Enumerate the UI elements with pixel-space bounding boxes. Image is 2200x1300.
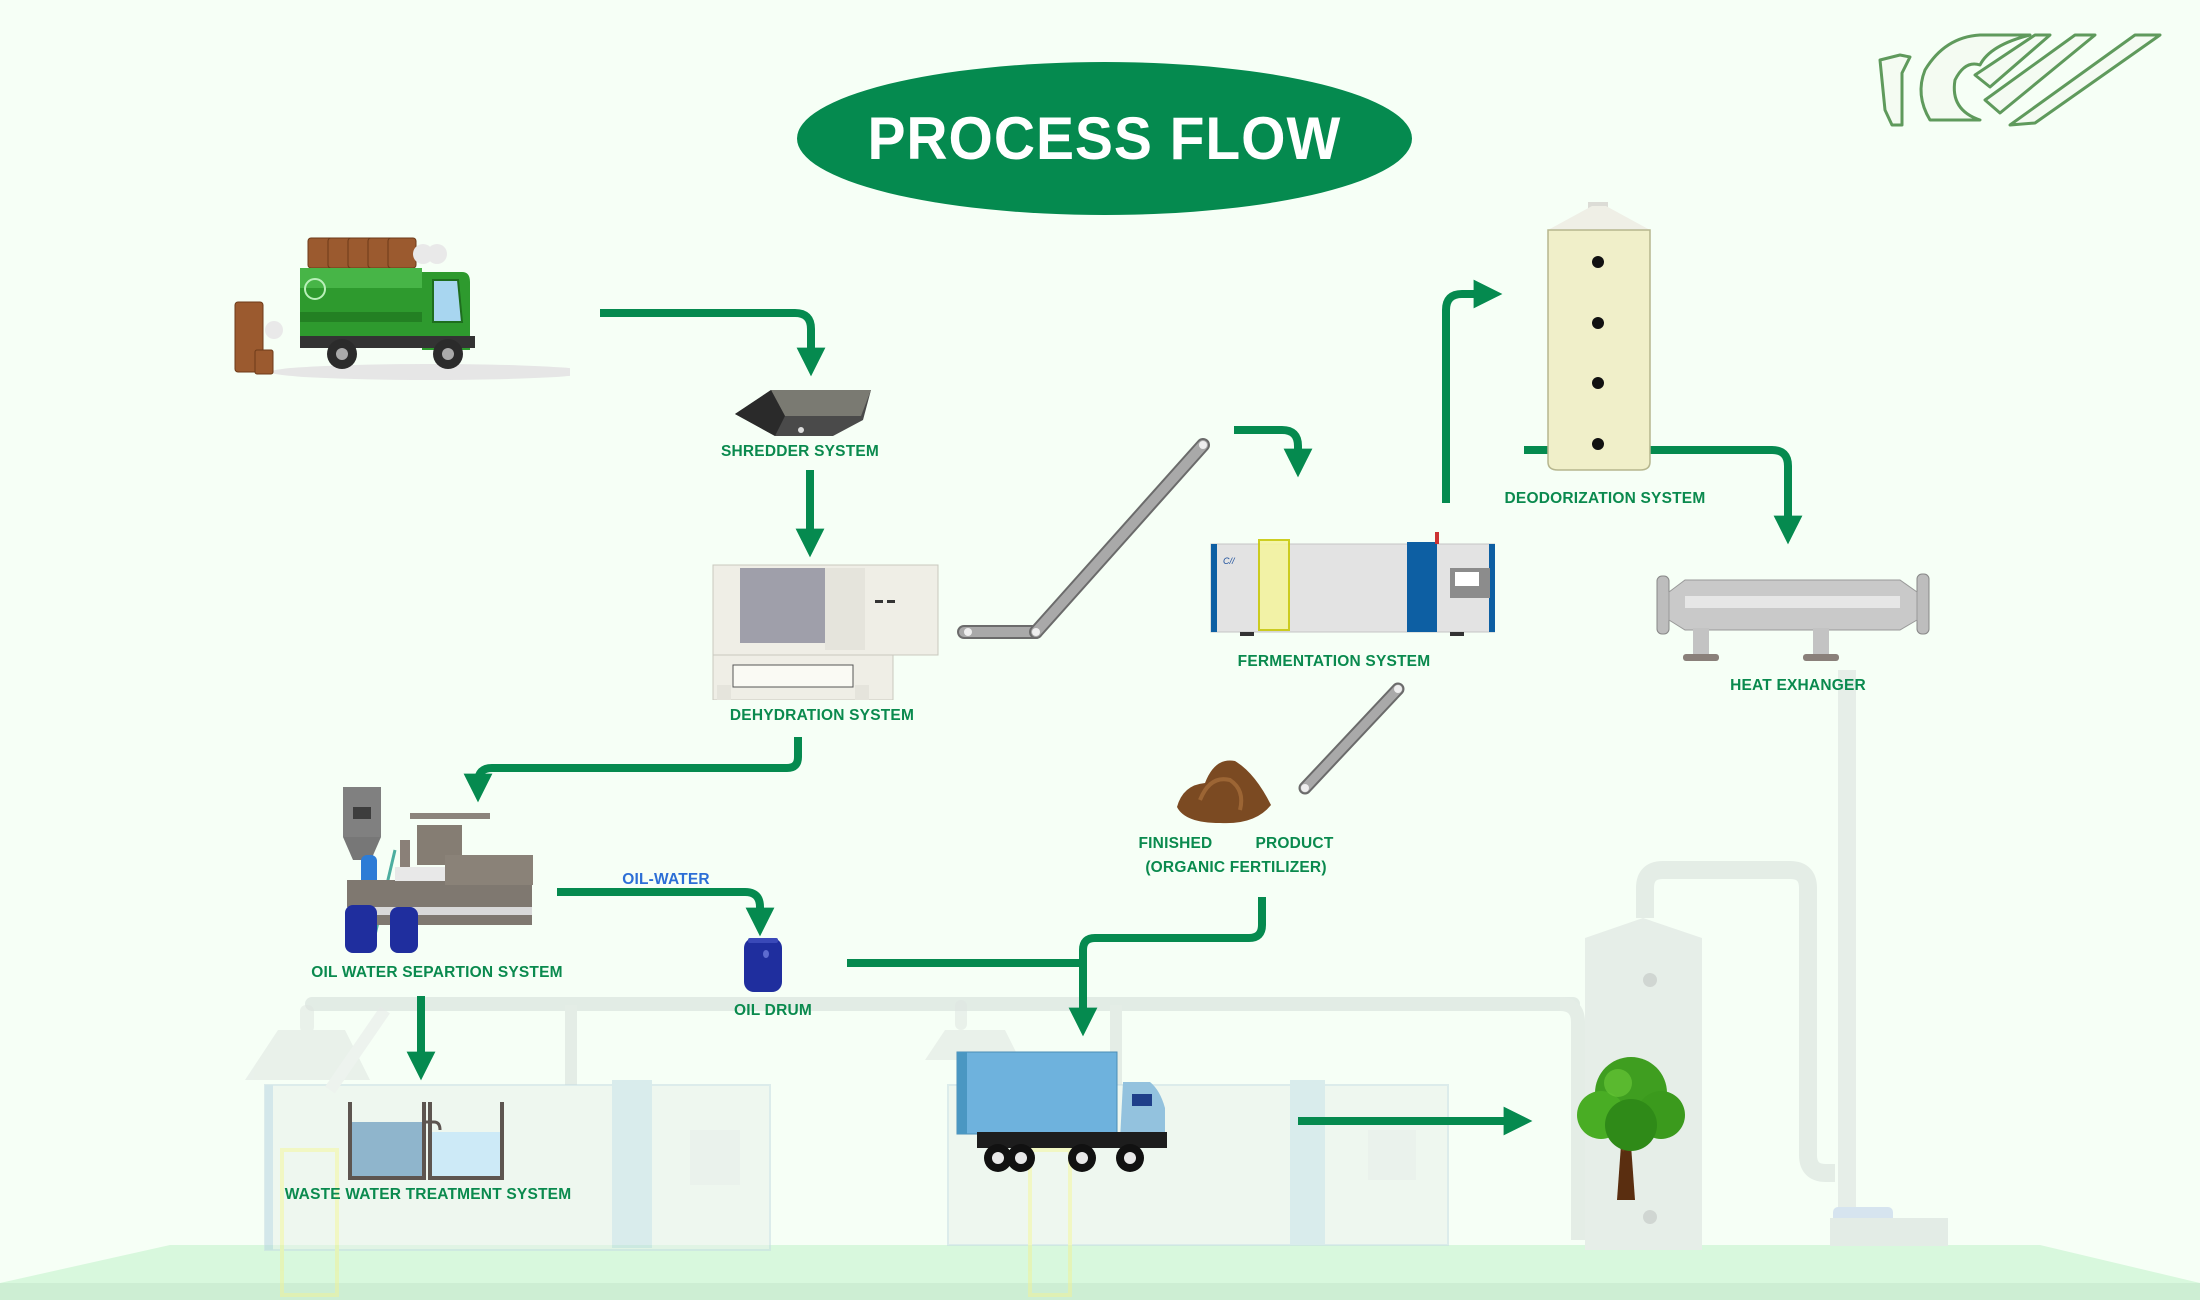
floor-edge — [0, 1283, 2200, 1300]
shredder-hopper-icon — [735, 390, 871, 436]
finished-product-label-right: PRODUCT — [1255, 835, 1334, 852]
waste-water-label: WASTE WATER TREATMENT SYSTEM — [284, 1186, 572, 1203]
pipe-elbow — [1559, 997, 1585, 1240]
title-banner: PROCESS FLOW — [797, 62, 1412, 215]
deodorization-tower-icon — [1547, 202, 1651, 471]
pipe-support — [565, 1005, 577, 1085]
heat-exchanger-icon — [1656, 573, 1930, 661]
water-tanks-icon — [348, 1102, 504, 1180]
svg-text:C//: C// — [1223, 556, 1236, 566]
dehydration-machine-icon — [712, 564, 939, 700]
fertilizer-pile-icon — [1177, 760, 1271, 824]
finished-product-label-left: FINISHED — [1138, 835, 1213, 852]
page-title: PROCESS FLOW — [867, 105, 1342, 172]
oil-water-separator-icon — [343, 787, 533, 953]
oil-drum-icon — [744, 938, 782, 992]
deodorization-label: DEODORIZATION SYSTEM — [1504, 490, 1706, 507]
company-bird-logo-icon — [1878, 33, 2162, 127]
garbage-truck-icon — [234, 237, 570, 380]
oil-drum-label: OIL DRUM — [734, 1002, 812, 1019]
fermentation-machine-icon: C// — [1210, 532, 1495, 636]
tree-icon — [1577, 1057, 1685, 1200]
background-pipe — [305, 997, 1580, 1011]
finished-product-label: FINISHED PRODUCT (ORGANIC FERTILIZER) — [1139, 832, 1334, 880]
oil-water-flow-label: OIL-WATER — [622, 871, 710, 888]
dehydration-label: DEHYDRATION SYSTEM — [729, 707, 915, 724]
heat-exchanger-label: HEAT EXHANGER — [1730, 677, 1866, 694]
shredder-label: SHREDDER SYSTEM — [720, 443, 880, 460]
fermentation-label: FERMENTATION SYSTEM — [1237, 653, 1431, 670]
oil-water-separation-label: OIL WATER SEPARTION SYSTEM — [311, 964, 563, 981]
delivery-truck-icon — [956, 1051, 1167, 1172]
finished-product-label-line2: (ORGANIC FERTILIZER) — [1145, 859, 1327, 876]
